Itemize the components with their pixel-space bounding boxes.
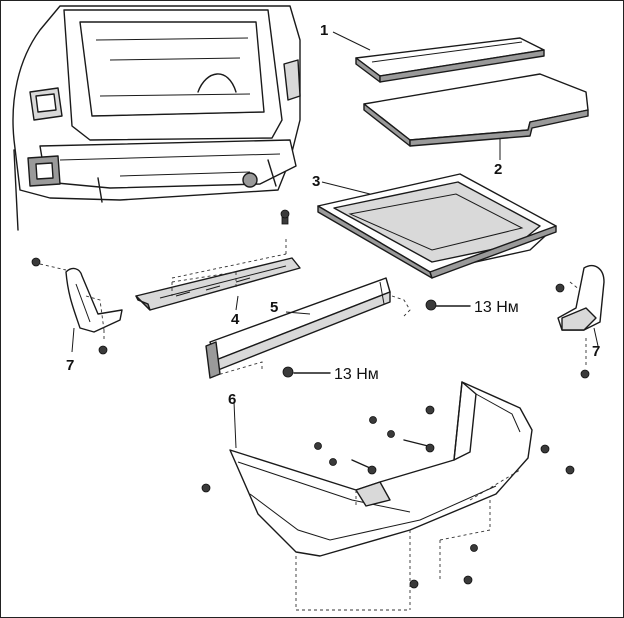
leader-lines	[71, 31, 599, 449]
fasteners	[31, 209, 590, 611]
vehicle-rear-illustration	[12, 5, 301, 231]
torque-label-lower: 13 Нм	[334, 366, 379, 383]
part-2-cargo-cover	[363, 73, 589, 147]
part-5-bumper-beam	[205, 277, 411, 379]
part-6-bumper-cover	[229, 381, 533, 557]
label-part-6: 6	[228, 391, 236, 408]
label-part-7-left: 7	[66, 357, 74, 374]
part-3-cargo-tray	[317, 173, 557, 279]
part-7-mud-flap-left	[65, 267, 123, 340]
label-part-4: 4	[231, 311, 240, 328]
label-part-1: 1	[320, 22, 328, 39]
label-part-7-right: 7	[592, 343, 600, 360]
label-part-3: 3	[312, 173, 320, 190]
part-4-scuff-plate	[135, 238, 301, 311]
torque-labels: 13 Нм 13 Нм	[334, 299, 519, 383]
part-1-cargo-board	[355, 37, 545, 83]
part-7-mud-flap-right	[557, 264, 605, 368]
torque-label-upper: 13 Нм	[474, 299, 519, 316]
label-part-2: 2	[494, 161, 502, 178]
callout-labels: 1 2 3 4 5 6 7 7	[66, 22, 600, 408]
label-part-5: 5	[270, 299, 278, 316]
